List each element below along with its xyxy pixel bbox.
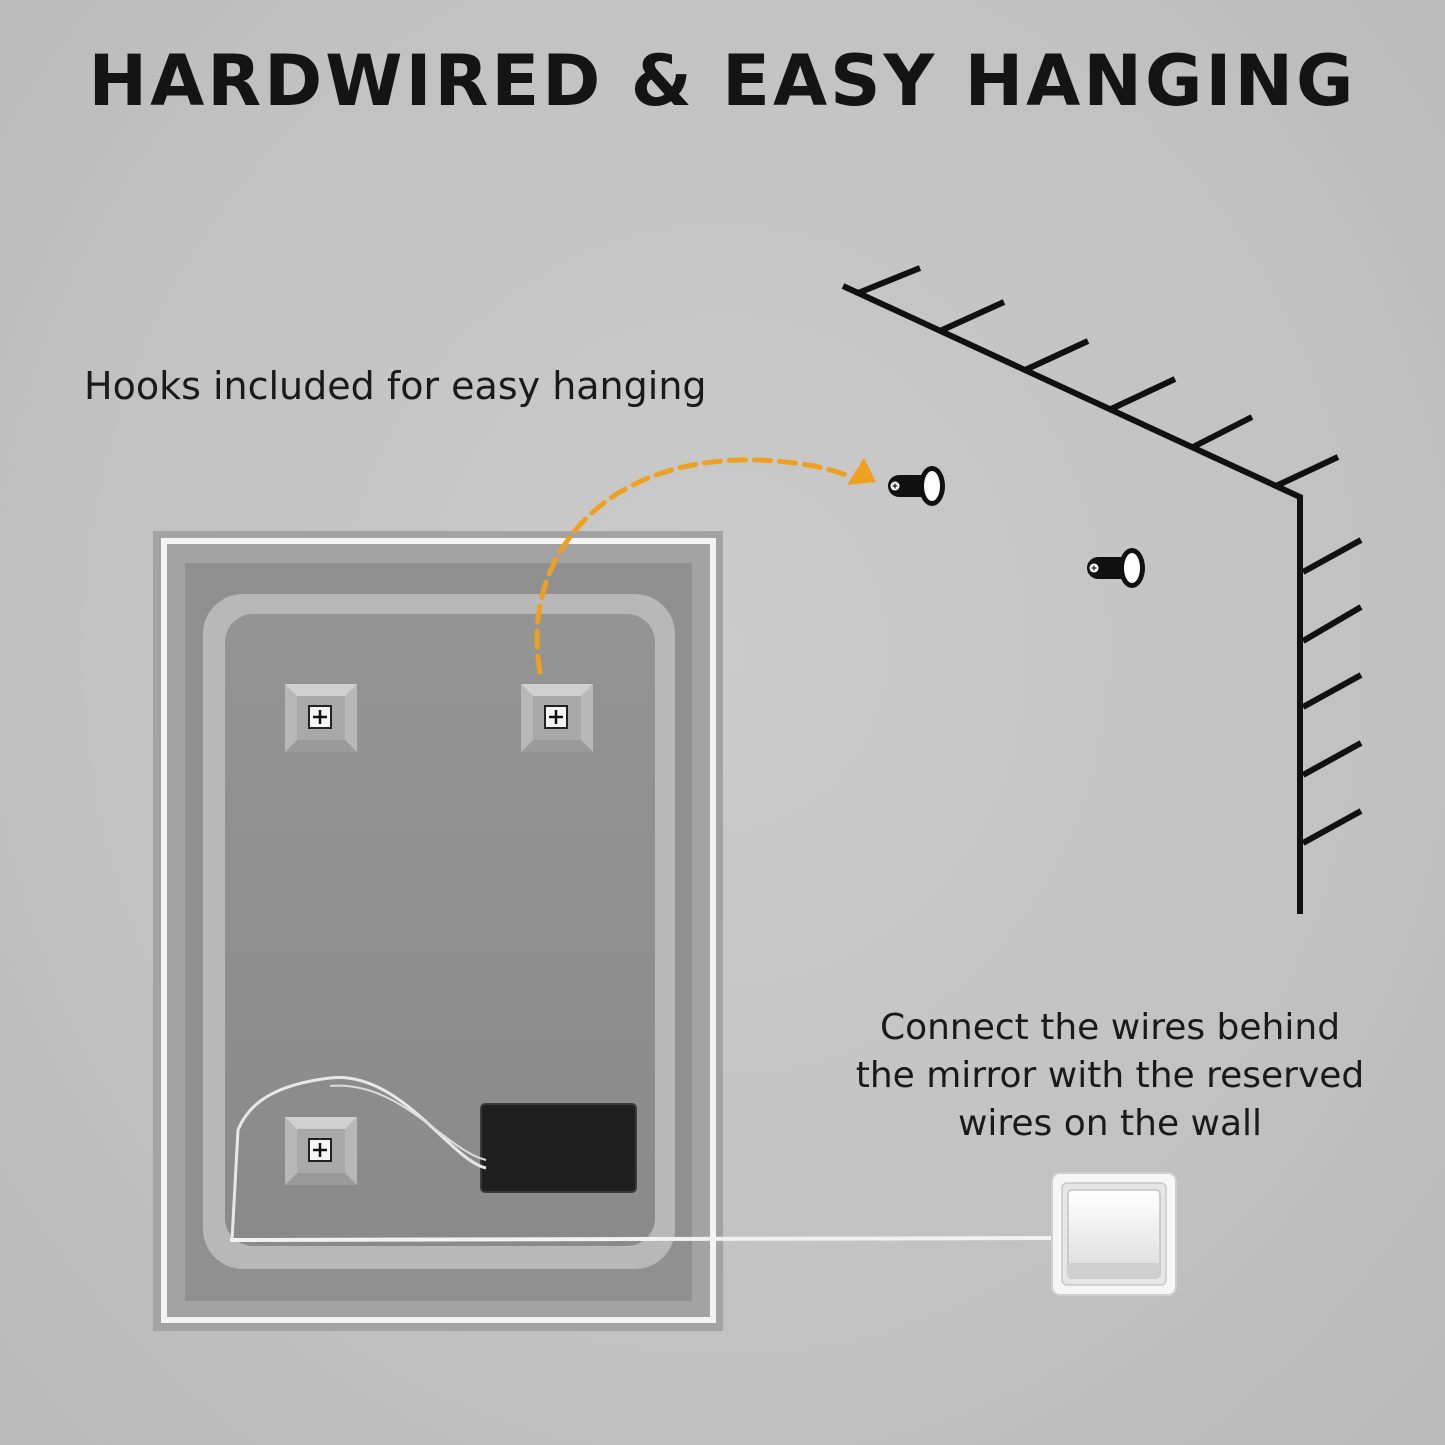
wall-hook-icon: [1087, 548, 1145, 588]
wall-corner-outline: [841, 283, 1303, 914]
page-title: HARDWIRED & EASY HANGING: [88, 40, 1357, 122]
hatch-line: [938, 299, 1006, 334]
wall-hook-icon: [888, 466, 945, 506]
hatch-line: [1109, 376, 1177, 412]
internal-wire: [230, 1076, 487, 1241]
wall-corner: [841, 265, 1363, 914]
internal-wire: [329, 1084, 487, 1161]
led-strip: [161, 538, 716, 1323]
hooks-caption: Hooks included for easy hanging: [84, 364, 707, 408]
arrow-head: [847, 458, 876, 485]
mounting-plate: [521, 684, 593, 752]
hatch-line: [1274, 454, 1340, 489]
wires-caption-line-1: Connect the wires behind: [879, 1007, 1341, 1048]
hatch-line: [1301, 537, 1363, 575]
mirror-back-panel: [225, 614, 655, 1246]
hatch-line: [1023, 338, 1090, 373]
hatch-line: [1301, 672, 1363, 710]
wires-caption: Connect the wires behind the mirror with…: [820, 1004, 1400, 1148]
hatch-line: [1301, 808, 1363, 846]
wall-wire: [229, 1236, 1091, 1242]
wires-caption-line-3: wires on the wall: [957, 1103, 1263, 1144]
mounting-plate: [285, 1117, 357, 1185]
hatch-line: [1301, 604, 1363, 644]
hatch-line: [856, 265, 922, 296]
hatch-line: [1191, 414, 1254, 450]
hatch-line: [1301, 740, 1363, 778]
mirror-back: [153, 531, 723, 1331]
dashed-arc-arrow: [534, 457, 876, 675]
mounting-plate: [285, 684, 357, 752]
power-driver-box: [480, 1103, 637, 1193]
wires-caption-line-2: the mirror with the reserved: [855, 1055, 1365, 1096]
light-switch-icon: [1051, 1172, 1177, 1296]
